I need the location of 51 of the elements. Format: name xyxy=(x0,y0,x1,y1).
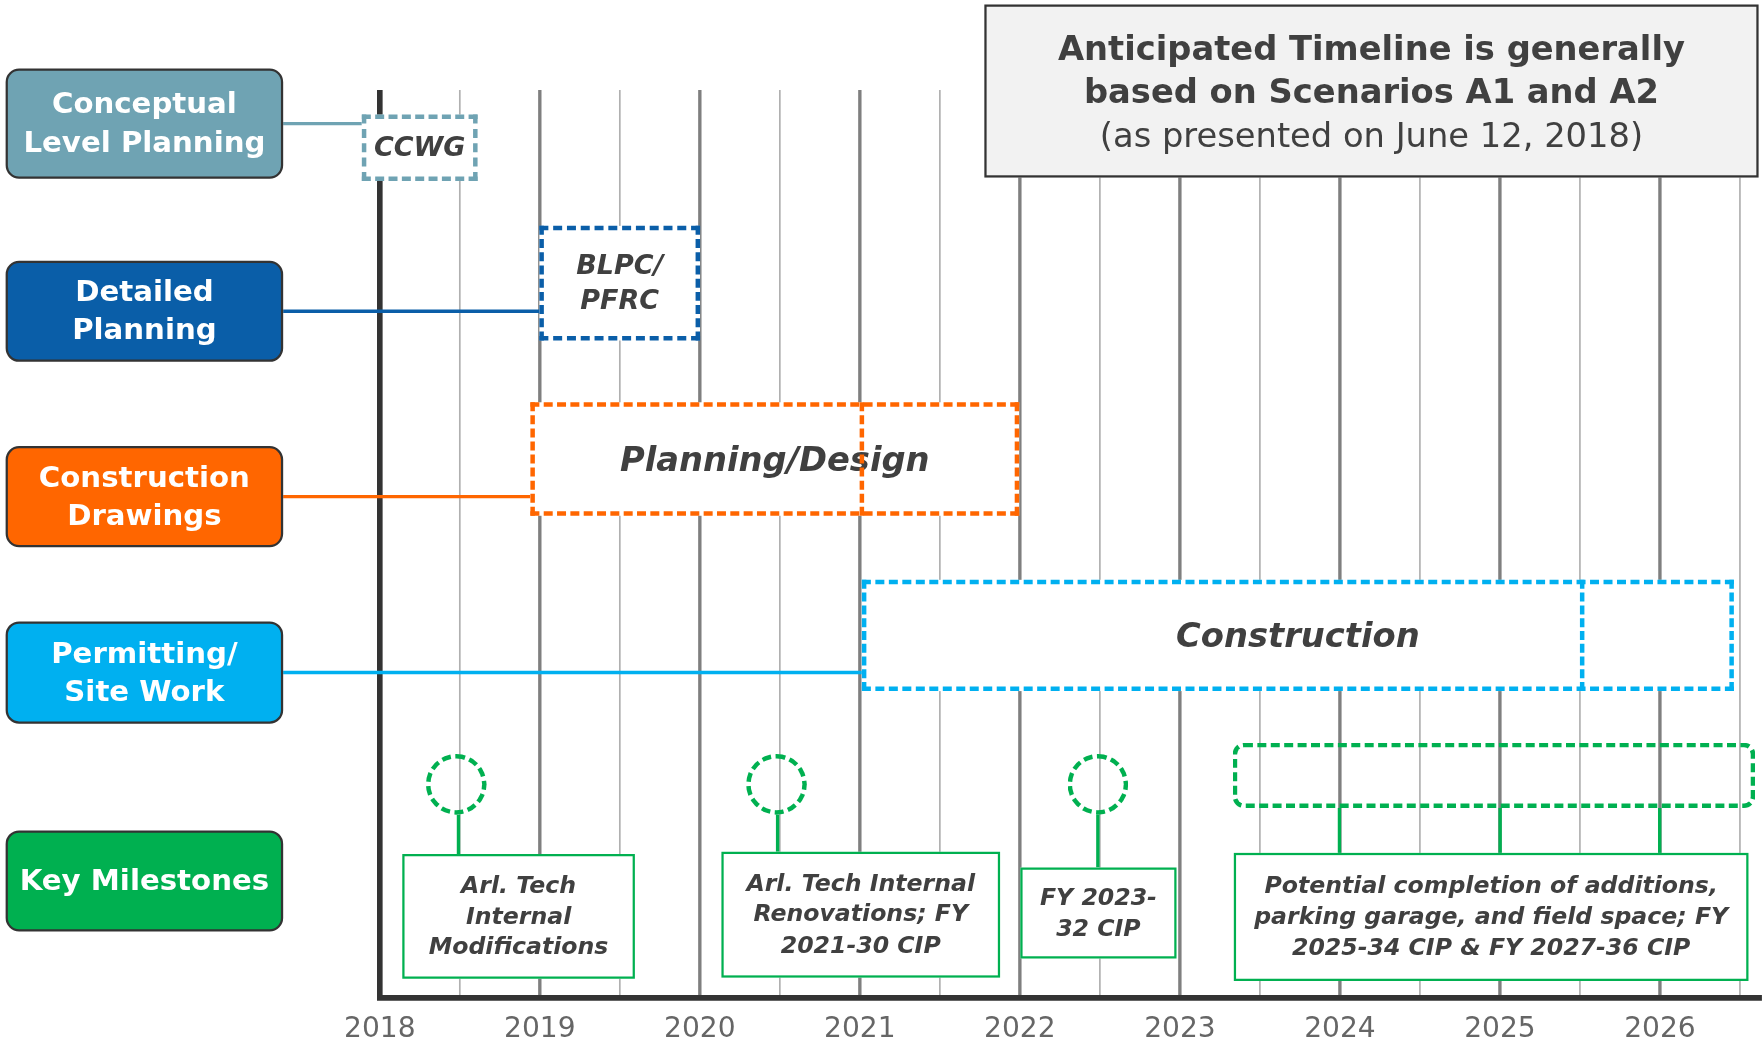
phase-label: Planning/Design xyxy=(619,438,931,481)
category-label: Permitting/ Site Work xyxy=(50,634,239,710)
axis-label: 2022 xyxy=(983,1011,1057,1044)
axis-label: 2019 xyxy=(503,1011,577,1044)
connector-line xyxy=(775,814,780,852)
milestone-text: Arl. Tech Internal Modifications xyxy=(427,870,610,962)
category-box xyxy=(5,830,284,932)
axis-label: 2020 xyxy=(663,1011,737,1044)
connector-line xyxy=(283,121,362,126)
phase-box xyxy=(530,402,1020,516)
phase-label: BLPC/ PFRC xyxy=(575,248,666,318)
phase-label: Construction xyxy=(1175,614,1421,658)
milestone-note xyxy=(1020,867,1177,959)
milestone-text: FY 2023-32 CIP xyxy=(1038,882,1158,944)
milestone-circle xyxy=(425,754,487,815)
category-box xyxy=(5,621,284,724)
milestone-text: Arl. Tech Internal Renovations; FY 2021-30 CIP xyxy=(744,868,977,961)
milestone-bar xyxy=(1232,742,1756,808)
connector-line xyxy=(283,309,540,313)
category-box xyxy=(5,260,284,362)
phase-box xyxy=(539,225,701,341)
milestone-note xyxy=(402,854,635,979)
connector-line xyxy=(283,670,862,675)
connector-line xyxy=(1658,807,1662,853)
axis-label: 2018 xyxy=(343,1011,417,1044)
phase-label: CCWG xyxy=(372,130,467,165)
phase-box xyxy=(861,579,1734,692)
category-label: Construction Drawings xyxy=(37,458,251,534)
category-box xyxy=(5,446,284,548)
axis-label: 2025 xyxy=(1463,1011,1537,1044)
milestone-circle xyxy=(746,754,807,815)
category-label: Conceptual Level Planning xyxy=(22,85,267,161)
connector-line xyxy=(1096,814,1100,868)
note-text: (as presented on June 12, 2018) xyxy=(1099,114,1644,157)
milestone-note xyxy=(1233,852,1749,981)
connector-line xyxy=(283,495,531,499)
axis-label: 2023 xyxy=(1143,1011,1217,1044)
milestone-note xyxy=(721,851,1001,978)
axis-label: 2024 xyxy=(1303,1011,1377,1044)
phase-box xyxy=(361,114,478,181)
category-box xyxy=(5,68,284,179)
category-label: Key Milestones xyxy=(18,862,271,899)
category-label: Detailed Planning xyxy=(71,273,218,349)
axis-label: 2026 xyxy=(1623,1011,1697,1044)
milestone-text: Potential completion of additions, parking garage, and field space; FY 2025-34 CIP & FY 2027-36 CIP xyxy=(1253,871,1731,963)
axis-label: 2021 xyxy=(823,1011,897,1044)
title: Anticipated Timeline is generally based on Scenarios A1 and A2 xyxy=(1057,26,1686,113)
connector-line xyxy=(1337,807,1342,853)
connector-line xyxy=(1498,807,1502,853)
connector-line xyxy=(456,814,461,854)
milestone-circle xyxy=(1067,754,1129,815)
